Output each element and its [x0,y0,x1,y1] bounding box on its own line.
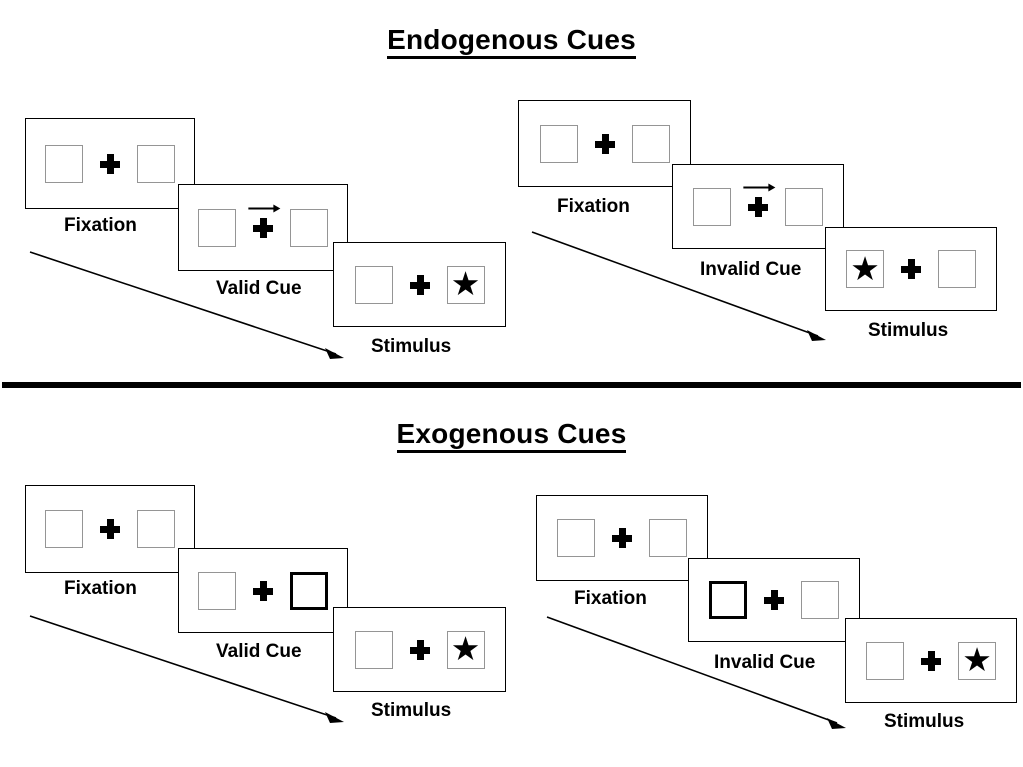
star-icon: ★ [850,249,880,287]
left-box [693,187,731,226]
star-icon: ★ [962,641,992,678]
frame-endogenous-invalid-fixation [518,100,691,187]
fixation-cross [578,122,632,166]
fixation-cross [83,507,137,551]
left-box: ★ [846,250,884,288]
arrow-right-icon [743,183,776,191]
stimulus-row: ★ [866,639,996,683]
left-box [866,641,904,680]
stimulus-row [693,183,823,229]
right-box-cued [290,571,328,610]
right-box [801,581,839,619]
fixation-cross [747,578,801,622]
right-box [631,124,670,163]
left-box [539,124,578,163]
frame-exogenous-valid-cue [178,548,348,633]
right-box [938,250,976,288]
stimulus-row [45,142,175,186]
caption-endogenous-invalid-stimulus: Stimulus [868,320,949,341]
fixation-cross [904,639,958,683]
left-box [198,208,236,247]
section-title-exogenous: Exogenous Cues [0,418,1023,453]
caption-endogenous-valid-cue: Valid Cue [216,278,302,299]
right-box [137,144,175,183]
section-title-endogenous-text: Endogenous Cues [387,24,636,59]
frame-exogenous-valid-fixation [25,485,195,573]
section-title-exogenous-text: Exogenous Cues [396,418,627,453]
caption-exogenous-valid-fixation: Fixation [64,578,137,599]
star-icon: ★ [450,265,481,302]
stimulus-row: ★ [354,263,485,307]
caption-endogenous-valid-fixation: Fixation [64,215,137,236]
frame-endogenous-valid-stimulus: ★ [333,242,506,327]
right-box [290,208,328,247]
stimulus-row: ★ [354,628,485,672]
left-box [198,571,236,610]
fixation-cross [393,263,447,307]
left-box-cued [709,581,747,619]
left-box [45,144,83,183]
caption-exogenous-invalid-stimulus: Stimulus [884,711,965,732]
stimulus-row [198,204,328,250]
caption-exogenous-invalid-fixation: Fixation [574,588,647,609]
frame-exogenous-invalid-fixation [536,495,708,581]
left-box [45,510,83,548]
frame-endogenous-valid-cue [178,184,348,271]
stimulus-row [539,122,670,166]
section-divider [2,382,1021,388]
frame-exogenous-invalid-stimulus: ★ [845,618,1017,703]
caption-exogenous-invalid-cue: Invalid Cue [714,652,816,673]
right-box [785,187,823,226]
section-title-endogenous: Endogenous Cues [0,24,1023,59]
fixation-cross [731,183,785,229]
caption-endogenous-invalid-fixation: Fixation [557,196,630,217]
stimulus-row [198,569,328,613]
left-box [557,519,595,557]
stimulus-row [557,516,687,560]
fixation-cross [236,569,290,613]
right-box [137,510,175,548]
frame-endogenous-valid-fixation [25,118,195,209]
stimulus-row: ★ [846,247,976,291]
left-box [354,265,393,304]
arrow-right-icon [248,204,281,212]
frame-exogenous-invalid-cue [688,558,860,642]
fixation-cross [83,142,137,186]
frame-endogenous-invalid-cue [672,164,844,249]
frame-endogenous-invalid-stimulus: ★ [825,227,997,311]
right-box: ★ [446,630,485,669]
fixation-cross [595,516,649,560]
caption-endogenous-invalid-cue: Invalid Cue [700,259,802,280]
right-box: ★ [446,265,485,304]
right-box: ★ [958,641,996,680]
star-icon: ★ [450,630,481,667]
caption-endogenous-valid-stimulus: Stimulus [371,336,452,357]
caption-exogenous-valid-stimulus: Stimulus [371,700,452,721]
caption-exogenous-valid-cue: Valid Cue [216,641,302,662]
fixation-cross [884,247,938,291]
fixation-cross [393,628,447,672]
frame-exogenous-valid-stimulus: ★ [333,607,506,692]
stimulus-row [709,578,839,622]
right-box [649,519,687,557]
fixation-cross [236,204,290,250]
left-box [354,630,393,669]
stimulus-row [45,507,175,551]
